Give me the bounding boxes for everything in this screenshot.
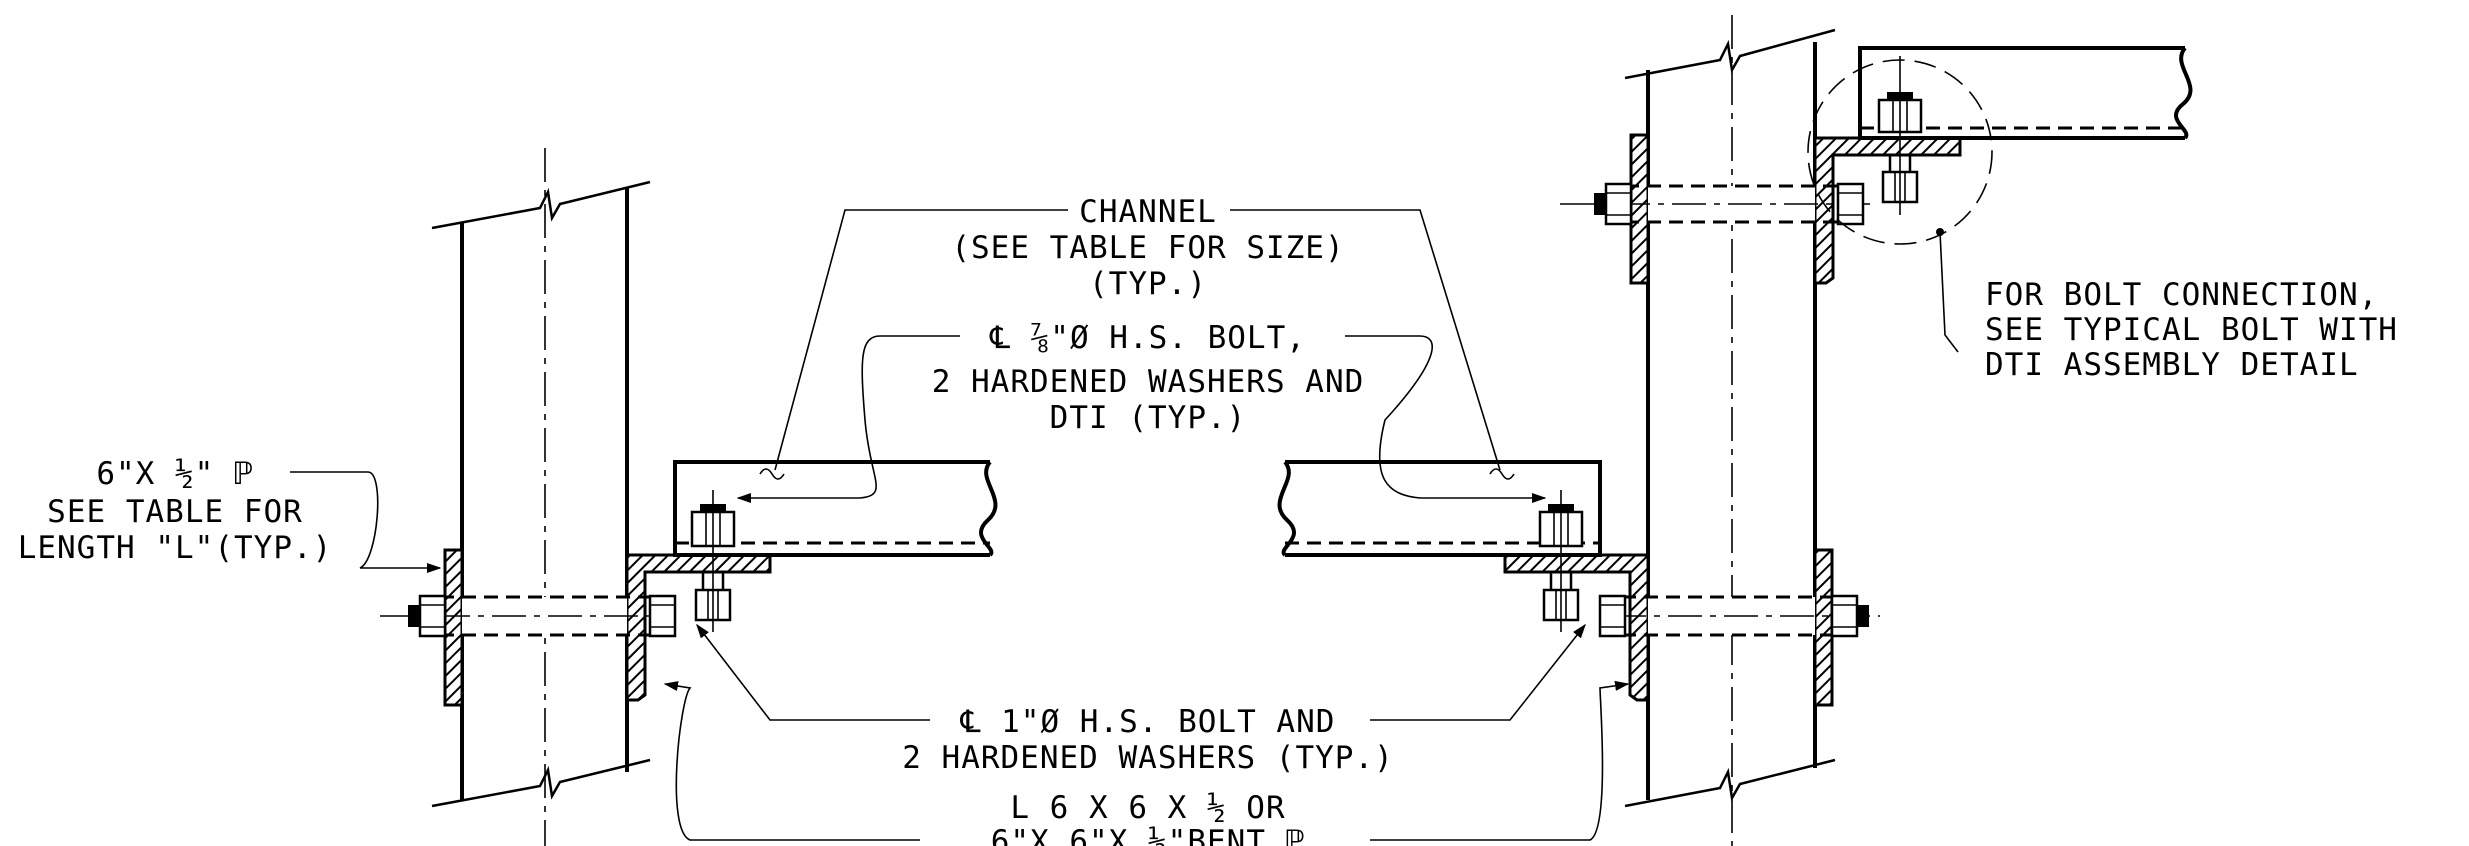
bolt-connection-note: FOR BOLT CONNECTION, SEE TYPICAL BOLT WI…	[1985, 277, 2398, 383]
channel-note-line-3: (TYP.)	[1089, 266, 1207, 302]
plate-note-line-3: LENGTH "L"(TYP.)	[18, 530, 333, 566]
angle-note-line-2: 6"X 6"X ½"BENT ℙ	[991, 824, 1306, 846]
plate-note: 6"X ½" ℙ SEE TABLE FOR LENGTH "L"(TYP.)	[18, 456, 333, 566]
right-column	[1624, 15, 1836, 846]
angle-note-line-1: L 6 X 6 X ½ OR	[1010, 790, 1285, 826]
right-lower-through-bolt	[1598, 594, 1880, 638]
large-bolt-note: ℄ 1"Ø H.S. BOLT AND 2 HARDENED WASHERS (…	[902, 704, 1394, 776]
small-bolt-note-line-2: 2 HARDENED WASHERS AND	[932, 364, 1365, 400]
channel-note: CHANNEL (SEE TABLE FOR SIZE) (TYP.)	[951, 194, 1344, 302]
channel-note-line-2: (SEE TABLE FOR SIZE)	[951, 230, 1344, 266]
small-bolt-note-line-3: DTI (TYP.)	[1050, 400, 1247, 436]
right-upper-plate	[1629, 133, 1650, 285]
channel-note-line-1: CHANNEL	[1079, 194, 1217, 230]
bolt-connection-note-line-1: FOR BOLT CONNECTION,	[1985, 277, 2378, 313]
angle-note: L 6 X 6 X ½ OR 6"X 6"X ½"BENT ℙ	[991, 790, 1306, 846]
right-channel	[1277, 460, 1602, 557]
small-bolt-note-line-1: ℄ ⅞"Ø H.S. BOLT,	[989, 320, 1306, 356]
right-channel-bolt	[1520, 490, 1600, 632]
left-through-bolt	[380, 594, 677, 638]
right-upper-through-bolt	[1560, 182, 1870, 226]
right-upper-angle	[1813, 136, 1962, 285]
bolt-detail-callout-circle	[1807, 59, 1993, 245]
plate-note-line-1: 6"X ½" ℙ	[96, 456, 253, 492]
leader-lines	[290, 209, 1959, 841]
bolt-connection-note-line-3: DTI ASSEMBLY DETAIL	[1985, 347, 2359, 383]
left-channel-bolt	[680, 490, 750, 632]
large-bolt-note-line-2: 2 HARDENED WASHERS (TYP.)	[902, 740, 1394, 776]
right-lower-angle	[1503, 553, 1650, 702]
bolt-connection-note-line-2: SEE TYPICAL BOLT WITH	[1985, 312, 2398, 348]
left-column	[431, 148, 651, 846]
right-upper-channel-bolt	[1840, 56, 1960, 215]
small-bolt-note: ℄ ⅞"Ø H.S. BOLT, 2 HARDENED WASHERS AND …	[932, 320, 1365, 436]
plate-note-line-2: SEE TABLE FOR	[47, 494, 303, 530]
large-bolt-note-line-1: ℄ 1"Ø H.S. BOLT AND	[960, 704, 1336, 740]
left-plate	[443, 548, 464, 707]
right-lower-plate	[1813, 548, 1834, 707]
